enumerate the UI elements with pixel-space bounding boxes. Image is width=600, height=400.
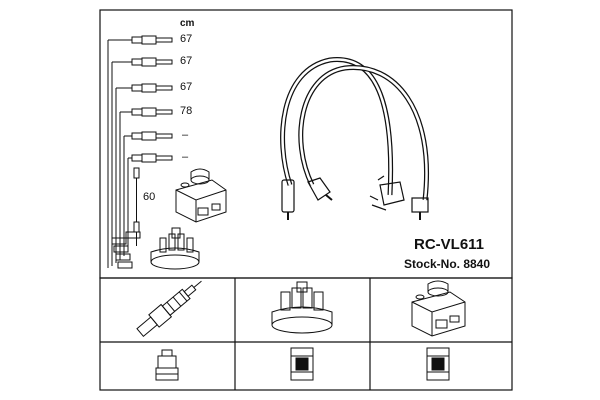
coil-lead [133,167,140,246]
lead-diagram [107,35,173,269]
lead-row-5 [124,131,173,141]
lead-row-6 [128,153,173,163]
plug-boot-connector-icon [155,349,179,381]
length-row-5: – [182,129,189,141]
coil-lead-length: 60 [143,191,156,203]
distributor-cap-icon [150,227,200,270]
distributor-terminal-icon [290,347,314,381]
length-row-6: – [182,151,189,163]
lead-row-1 [108,35,173,45]
length-row-1: 67 [180,33,193,45]
stock-number: Stock-No. 8840 [404,257,491,271]
lead-terminals [111,231,141,269]
length-row-2: 67 [180,55,193,67]
lead-row-4 [120,107,173,117]
ignition-cable-set [280,57,429,220]
coil-terminal-icon [426,347,450,381]
distributor-cap-icon [271,281,333,334]
ignition-coil-icon [175,168,227,223]
length-row-3: 67 [180,81,193,93]
lead-row-3 [116,83,173,93]
length-unit-label: cm [180,18,195,29]
ignition-coil-icon [411,280,466,337]
model-number: RC-VL611 [414,236,485,253]
component-grid [99,277,513,391]
length-row-4: 78 [180,105,193,117]
lead-row-2 [112,57,173,67]
spark-plug-icon [136,280,202,338]
